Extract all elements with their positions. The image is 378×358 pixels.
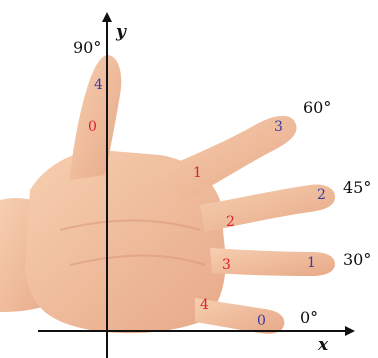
red-count-middle: 2 bbox=[226, 214, 235, 230]
y-axis-label: y bbox=[115, 22, 127, 42]
blue-count-pinky: 0 bbox=[257, 313, 266, 329]
angle-30-label: 30° bbox=[343, 250, 371, 269]
pinky-finger bbox=[195, 298, 285, 334]
angle-0-label: 0° bbox=[300, 308, 318, 327]
red-count-index: 1 bbox=[193, 165, 202, 181]
blue-count-thumb: 4 bbox=[94, 77, 103, 93]
blue-count-middle: 2 bbox=[317, 187, 326, 203]
blue-count-index: 3 bbox=[274, 119, 283, 135]
blue-count-ring: 1 bbox=[307, 255, 316, 271]
ring-finger bbox=[210, 248, 335, 276]
palm-crease bbox=[69, 254, 206, 266]
blue-finger-counts: 4 3 2 1 0 bbox=[94, 77, 326, 329]
hand-illustration bbox=[0, 55, 335, 334]
red-finger-counts: 0 1 2 3 4 bbox=[88, 119, 235, 313]
thumb-finger bbox=[70, 55, 122, 180]
x-axis-label: x bbox=[317, 335, 329, 355]
red-count-pinky: 4 bbox=[200, 297, 209, 313]
index-finger bbox=[150, 115, 297, 200]
angle-90-label: 90° bbox=[73, 38, 101, 57]
angle-45-label: 45° bbox=[343, 178, 371, 197]
palm bbox=[25, 150, 226, 334]
angle-labels: 90° 60° 45° 30° 0° bbox=[73, 38, 371, 327]
red-count-thumb: 0 bbox=[88, 119, 97, 135]
palm-crease bbox=[59, 219, 201, 231]
middle-finger bbox=[200, 184, 335, 232]
red-count-ring: 3 bbox=[222, 257, 231, 273]
angle-60-label: 60° bbox=[303, 98, 331, 117]
coordinate-axes: y x bbox=[38, 12, 355, 358]
